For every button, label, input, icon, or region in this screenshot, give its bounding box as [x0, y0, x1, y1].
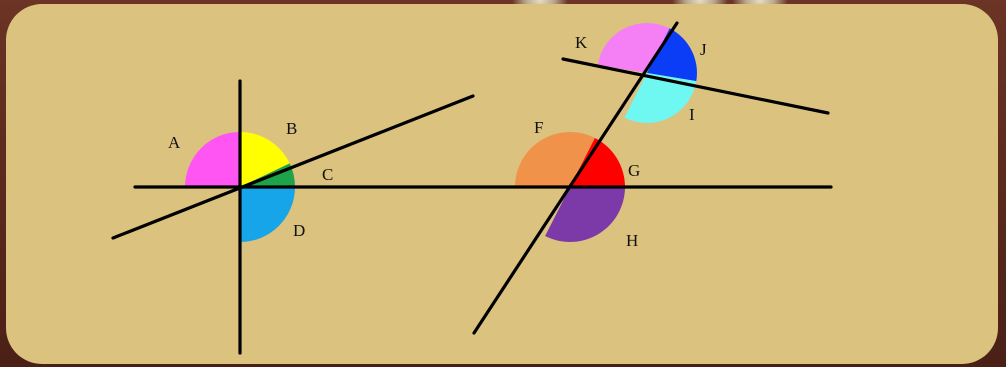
label-a: A [168, 133, 181, 152]
label-f: F [534, 118, 543, 137]
label-d: D [293, 221, 305, 240]
label-j: J [700, 40, 707, 59]
angle-a-sector [185, 132, 240, 187]
angle-b-sector [240, 131, 290, 187]
label-b: B [286, 119, 297, 138]
angle-f-sector [515, 132, 595, 187]
label-k: K [575, 33, 588, 52]
angle-h-sector [545, 187, 625, 242]
label-i: I [689, 105, 695, 124]
left-transversal-line [111, 94, 475, 240]
upper-right-line [561, 57, 830, 115]
lines [111, 21, 833, 355]
label-g: G [628, 161, 640, 180]
angle-g-sector [570, 138, 625, 187]
label-c: C [322, 165, 333, 184]
diagonal-transversal-line [472, 21, 679, 335]
label-h: H [626, 231, 638, 250]
diagram-board [6, 4, 998, 364]
angle-j-sector [647, 28, 697, 82]
angle-i-sector [624, 73, 697, 123]
angle-d-sector [240, 187, 295, 242]
